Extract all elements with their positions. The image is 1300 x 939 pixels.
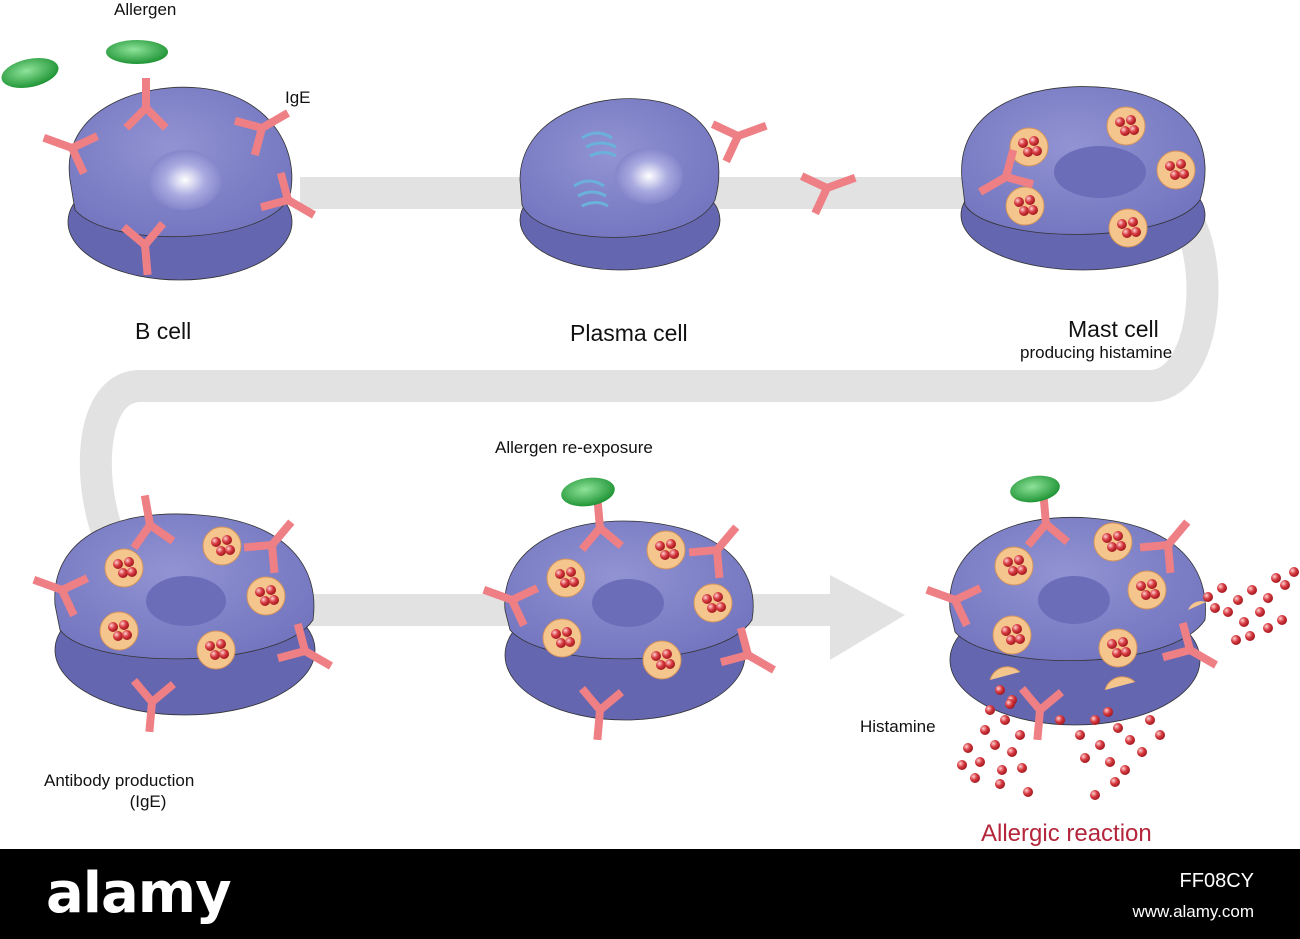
histamine-particle [990, 740, 1000, 750]
histamine-particle [1155, 730, 1165, 740]
histamine-particle [1007, 747, 1017, 757]
histamine-particle [1280, 580, 1290, 590]
label-allergen-reexposure: Allergen re-exposure [495, 438, 653, 457]
allergen-free [1, 58, 59, 88]
allergen-bound [106, 40, 168, 64]
label-histamine: Histamine [860, 717, 936, 736]
histamine-particle [1137, 747, 1147, 757]
histamine-particle [1245, 631, 1255, 641]
histamine-particle [1231, 635, 1241, 645]
label-antibody-production: Antibody production [44, 771, 195, 790]
histamine-particle [1263, 623, 1273, 633]
histamine-particle [1289, 567, 1299, 577]
label-allergen: Allergen [114, 0, 177, 19]
label-b-cell: B cell [135, 318, 192, 344]
histamine-particle [1263, 593, 1273, 603]
histamine-particle [1005, 699, 1015, 709]
histamine-particle [1023, 787, 1033, 797]
histamine-particle [995, 685, 1005, 695]
histamine-particle [1103, 707, 1113, 717]
histamine-particle [995, 779, 1005, 789]
histamine-particle [1223, 607, 1233, 617]
pathway-arrowhead [830, 575, 905, 660]
label-producing-histamine: producing histamine [1020, 343, 1173, 362]
histamine-particle [1233, 595, 1243, 605]
histamine-particle [1090, 790, 1100, 800]
plasma-cell [519, 98, 863, 271]
histamine-particle [1120, 765, 1130, 775]
histamine-particle [1247, 585, 1257, 595]
histamine-particle [1055, 715, 1065, 725]
histamine-particle [1277, 615, 1287, 625]
endoplasmic-reticulum [573, 131, 617, 208]
histamine-particle [997, 765, 1007, 775]
site-url: www.alamy.com [1132, 902, 1254, 921]
image-id: FF08CY [1179, 870, 1254, 892]
reexposure-mast-cell [476, 477, 786, 742]
histamine-particle [1090, 715, 1100, 725]
stock-footer: alamy FF08CY www.alamy.com [0, 849, 1300, 939]
histamine-particle [1017, 763, 1027, 773]
sensitized-mast-cell [26, 491, 343, 734]
histamine-particle [1217, 583, 1227, 593]
histamine-particle [1255, 607, 1265, 617]
histamine-particle [980, 725, 990, 735]
histamine-particle [1080, 753, 1090, 763]
histamine-particle [1075, 730, 1085, 740]
histamine-particle [1203, 592, 1213, 602]
label-antibody-ige: (IgE) [129, 792, 167, 811]
allergen-bound-degranulation [1010, 475, 1060, 503]
b-cell [1, 40, 326, 281]
mast-cell [960, 86, 1206, 271]
histamine-particle [1095, 740, 1105, 750]
histamine-particle [1210, 603, 1220, 613]
histamine-particle [1000, 715, 1010, 725]
allergy-diagram [1, 40, 1299, 800]
histamine-particle [1271, 573, 1281, 583]
histamine-particle [985, 705, 995, 715]
histamine-particle [1105, 757, 1115, 767]
histamine-particle [963, 743, 973, 753]
histamine-particle [1125, 735, 1135, 745]
allergen-reexposure [561, 477, 615, 507]
alamy-logo: alamy [46, 861, 232, 926]
label-mast-cell: Mast cell [1068, 316, 1159, 342]
histamine-particle [957, 760, 967, 770]
label-plasma-cell: Plasma cell [570, 320, 688, 346]
histamine-particle [1239, 617, 1249, 627]
histamine-particle [1145, 715, 1155, 725]
label-allergic-reaction: Allergic reaction [981, 820, 1152, 847]
degranulating-mast-cell [919, 475, 1228, 742]
histamine-particle [1015, 730, 1025, 740]
histamine-particle [970, 773, 980, 783]
histamine-particle [1110, 777, 1120, 787]
histamine-particle [1113, 723, 1123, 733]
histamine-particle [975, 757, 985, 767]
label-ige: IgE [285, 88, 311, 107]
